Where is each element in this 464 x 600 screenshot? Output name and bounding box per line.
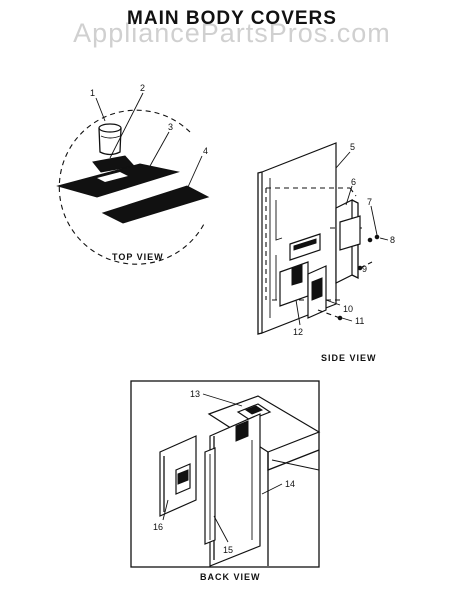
part-14-panel [209,413,261,567]
back-view-frame [130,380,320,568]
part-16-panel [159,435,197,517]
callout-11: 11 [355,316,365,326]
leader-10 [325,299,341,306]
leader-7 [370,205,378,236]
callout-4: 4 [203,146,209,156]
callout-3: 3 [168,122,174,132]
top-view-label: TOP VIEW [112,252,164,262]
part-4-panel [101,185,210,224]
callout-12: 12 [293,327,304,337]
page-title: MAIN BODY COVERS [127,8,337,29]
leader-13 [202,393,243,407]
watermark: AppliancePartsPros.com [73,18,391,48]
side-view-label: SIDE VIEW [321,353,377,363]
leader-2 [109,92,144,159]
top-view-group [56,92,210,265]
callout-9: 9 [362,264,368,274]
callout-5: 5 [350,142,356,152]
callout-13: 13 [190,389,201,399]
part-15-strip [204,447,216,545]
side-view-group [257,142,389,335]
callout-7: 7 [367,197,373,207]
leader-11 [341,317,353,322]
leader-1 [95,97,106,122]
leader-8 [379,237,389,241]
callout-16: 16 [153,522,164,532]
leader-6 [345,185,353,206]
leader-3 [149,131,170,167]
back-view-label: BACK VIEW [200,572,261,582]
leader-4 [187,155,203,188]
back-view-group [130,380,321,568]
part-1-cup [98,123,122,156]
part-6-bracket [335,199,361,284]
leader-5 [335,151,351,169]
leader-9 [359,265,366,269]
leader-12 [295,299,301,326]
callout-1: 1 [90,88,96,98]
callout-10: 10 [343,304,354,314]
part-13-plate [236,403,272,421]
part-12-bracket [279,261,309,307]
callout-15: 15 [223,545,234,555]
callout-8: 8 [390,235,396,245]
leader-15 [213,515,229,543]
callout-2: 2 [140,83,146,93]
part-10-cover [307,265,327,319]
hinge-block [289,233,321,261]
leader-16 [162,499,169,521]
callout-14: 14 [285,479,296,489]
top-view-circle [58,109,206,265]
screws [337,234,380,321]
part-3-panel [56,163,180,198]
callout-6: 6 [351,177,357,187]
leader-14 [261,483,283,495]
